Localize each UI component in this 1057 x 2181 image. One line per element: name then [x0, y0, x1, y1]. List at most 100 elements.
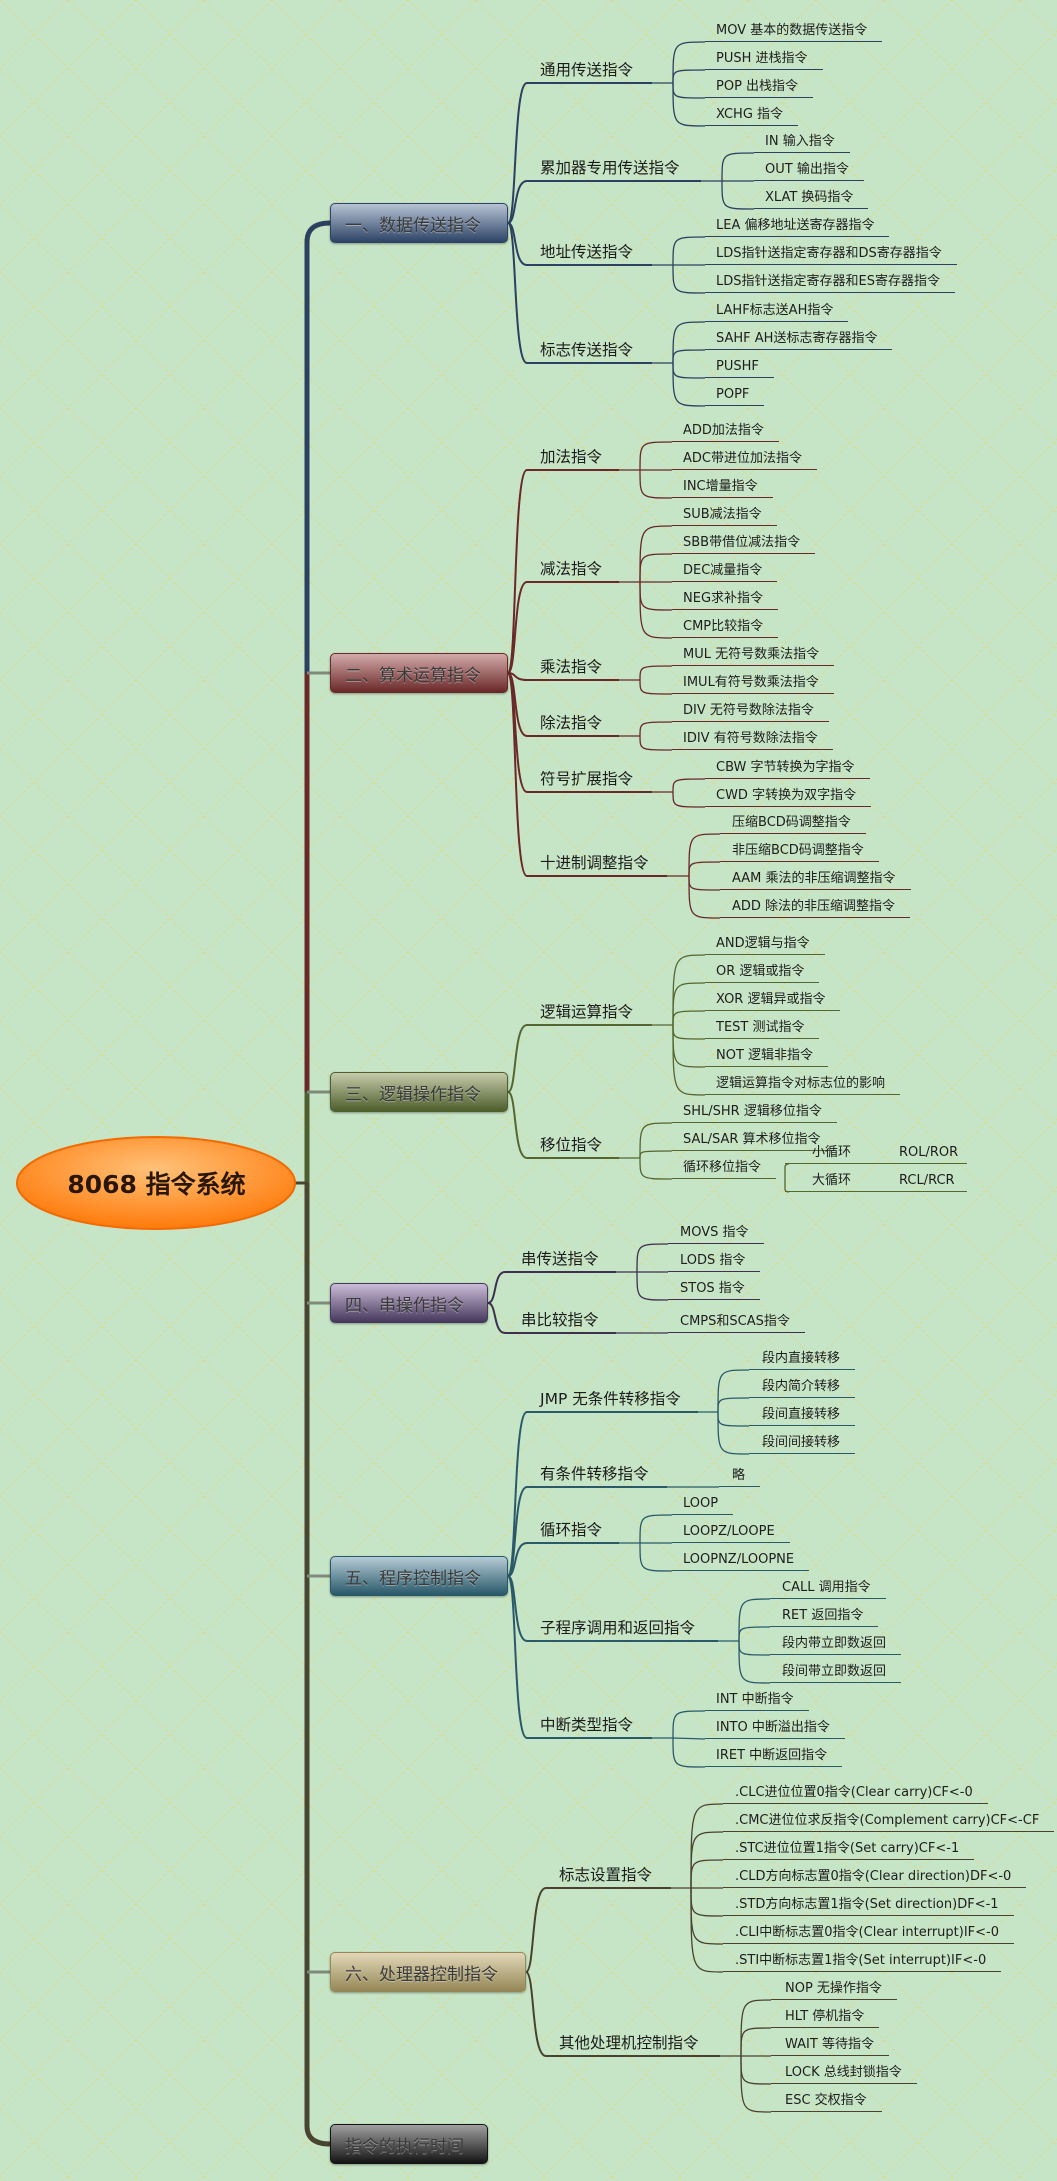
- leaf-topic[interactable]: ADD 除法的非压缩调整指令: [720, 898, 911, 918]
- leaf-topic[interactable]: 略: [719, 1467, 761, 1487]
- leaf-topic[interactable]: LODS 指令: [668, 1252, 761, 1272]
- branch-topic[interactable]: 有条件转移指令: [527, 1464, 667, 1488]
- leaf-topic[interactable]: 段间带立即数返回: [770, 1663, 902, 1683]
- branch-topic[interactable]: JMP 无条件转移指令: [527, 1389, 698, 1413]
- leaf-topic[interactable]: 段间间接转移: [749, 1434, 856, 1454]
- leaf-topic[interactable]: .CLC进位位置0指令(Clear carry)CF<-0: [723, 1784, 988, 1804]
- leaf-topic[interactable]: LEA 偏移地址送寄存器指令: [705, 217, 890, 237]
- leaf-topic[interactable]: CWD 字转换为双字指令: [705, 787, 872, 807]
- leaf-topic[interactable]: LOOP: [672, 1495, 734, 1515]
- root-topic[interactable]: 8068 指令系统: [67, 1170, 246, 1199]
- leaf-topic[interactable]: IN 输入指令: [754, 133, 850, 153]
- leaf-topic[interactable]: OUT 输出指令: [754, 161, 864, 181]
- branch-topic[interactable]: 加法指令: [527, 447, 619, 471]
- leaf-topic[interactable]: NOT 逻辑非指令: [705, 1047, 829, 1067]
- leaf-topic[interactable]: INTO 中断溢出指令: [705, 1719, 845, 1739]
- leaf-topic[interactable]: 段内带立即数返回: [770, 1635, 902, 1655]
- leaf-topic[interactable]: IRET 中断返回指令: [705, 1747, 843, 1767]
- branch-topic[interactable]: 子程序调用和返回指令: [527, 1618, 718, 1642]
- leaf-topic[interactable]: POPF: [705, 386, 765, 406]
- category-topic[interactable]: 四、串操作指令: [330, 1283, 488, 1323]
- branch-topic[interactable]: 逻辑运算指令: [527, 1002, 652, 1026]
- leaf-topic[interactable]: DIV 无符号数除法指令: [672, 702, 829, 722]
- leaf-topic[interactable]: ADD加法指令: [672, 422, 779, 442]
- branch-topic[interactable]: 标志传送指令: [527, 340, 652, 364]
- leaf-topic[interactable]: .CMC进位位求反指令(Complement carry)CF<-CF: [723, 1812, 1055, 1832]
- leaf-topic[interactable]: RET 返回指令: [770, 1607, 879, 1627]
- leaf-topic[interactable]: 非压缩BCD码调整指令: [720, 842, 879, 862]
- leaf-topic[interactable]: NEG求补指令: [672, 590, 779, 610]
- leaf-topic[interactable]: MUL 无符号数乘法指令: [672, 646, 835, 666]
- category-topic[interactable]: 二、算术运算指令: [330, 653, 508, 693]
- leaf-topic[interactable]: CMPS和SCAS指令: [668, 1313, 805, 1333]
- category-topic[interactable]: 一、数据传送指令: [330, 203, 508, 243]
- leaf-topic[interactable]: DEC减量指令: [672, 562, 778, 582]
- leaf-topic[interactable]: .CLI中断标志置0指令(Clear interrupt)IF<-0: [723, 1924, 1014, 1944]
- branch-topic[interactable]: 循环指令: [527, 1520, 619, 1544]
- leaf-topic[interactable]: AND逻辑与指令: [705, 935, 825, 955]
- leaf-topic[interactable]: SBB带借位减法指令: [672, 534, 816, 554]
- branch-topic[interactable]: 十进制调整指令: [527, 853, 667, 877]
- branch-topic[interactable]: 标志设置指令: [546, 1865, 671, 1889]
- leaf-topic[interactable]: OR 逻辑或指令: [705, 963, 820, 983]
- leaf-topic[interactable]: LDS指针送指定寄存器和ES寄存器指令: [705, 273, 955, 293]
- branch-topic[interactable]: 地址传送指令: [527, 242, 652, 266]
- leaf-topic[interactable]: MOVS 指令: [668, 1224, 764, 1244]
- branch-topic[interactable]: 减法指令: [527, 559, 619, 583]
- leaf-topic[interactable]: CALL 调用指令: [770, 1579, 886, 1599]
- branch-topic[interactable]: 通用传送指令: [527, 60, 652, 84]
- leaf-topic[interactable]: LAHF标志送AH指令: [705, 302, 849, 322]
- leaf-topic[interactable]: 段内直接转移: [749, 1350, 856, 1370]
- branch-topic[interactable]: 除法指令: [527, 713, 619, 737]
- leaf-topic[interactable]: XLAT 换码指令: [754, 189, 869, 209]
- branch-topic[interactable]: 乘法指令: [527, 657, 619, 681]
- category-topic[interactable]: 六、处理器控制指令: [330, 1952, 526, 1992]
- leaf-topic[interactable]: 段间直接转移: [749, 1406, 856, 1426]
- leaf-topic[interactable]: INC增量指令: [672, 478, 773, 498]
- leaf-topic[interactable]: NOP 无操作指令: [771, 1980, 897, 2000]
- branch-topic[interactable]: 串传送指令: [505, 1249, 616, 1273]
- category-topic[interactable]: 五、程序控制指令: [330, 1556, 508, 1596]
- leaf-topic[interactable]: STOS 指令: [668, 1280, 760, 1300]
- leaf-topic[interactable]: ESC 交权指令: [771, 2092, 882, 2112]
- category-topic[interactable]: 指令的执行时间: [330, 2124, 488, 2164]
- leaf-topic[interactable]: .STI中断标志置1指令(Set interrupt)IF<-0: [723, 1952, 1002, 1972]
- leaf-topic[interactable]: XCHG 指令: [705, 106, 799, 126]
- leaf-topic[interactable]: LOOPNZ/LOOPNE: [672, 1551, 810, 1571]
- leaf-topic[interactable]: INT 中断指令: [705, 1691, 809, 1711]
- leaf-topic[interactable]: MOV 基本的数据传送指令: [705, 22, 883, 42]
- leaf-topic[interactable]: 循环移位指令: [672, 1159, 777, 1179]
- leaf-topic[interactable]: 逻辑运算指令对标志位的影响: [705, 1075, 901, 1095]
- leaf-topic[interactable]: PUSHF: [705, 358, 774, 378]
- branch-topic[interactable]: 其他处理机控制指令: [546, 2033, 720, 2057]
- branch-topic[interactable]: 累加器专用传送指令: [527, 158, 701, 182]
- leaf-topic[interactable]: IMUL有符号数乘法指令: [672, 674, 834, 694]
- leaf-topic[interactable]: LOCK 总线封锁指令: [771, 2064, 917, 2084]
- leaf-topic[interactable]: AAM 乘法的非压缩调整指令: [720, 870, 911, 890]
- leaf-topic[interactable]: .STC进位位置1指令(Set carry)CF<-1: [723, 1840, 975, 1860]
- branch-topic[interactable]: 串比较指令: [505, 1310, 616, 1334]
- leaf-topic[interactable]: ADC带进位加法指令: [672, 450, 817, 470]
- category-topic[interactable]: 三、逻辑操作指令: [330, 1072, 508, 1112]
- leaf-topic[interactable]: CMP比较指令: [672, 618, 779, 638]
- leaf-topic[interactable]: .CLD方向标志置0指令(Clear direction)DF<-0: [723, 1868, 1027, 1888]
- leaf-topic[interactable]: 段内简介转移: [749, 1378, 856, 1398]
- leaf-topic[interactable]: HLT 停机指令: [771, 2008, 880, 2028]
- branch-topic[interactable]: 移位指令: [527, 1135, 619, 1159]
- leaf-topic[interactable]: .STD方向标志置1指令(Set direction)DF<-1: [723, 1896, 1014, 1916]
- leaf-topic[interactable]: SHL/SHR 逻辑移位指令: [672, 1103, 837, 1123]
- leaf-topic[interactable]: SAL/SAR 算术移位指令: [672, 1131, 836, 1151]
- leaf-topic[interactable]: LDS指针送指定寄存器和DS寄存器指令: [705, 245, 957, 265]
- leaf-topic[interactable]: XOR 逻辑异或指令: [705, 991, 841, 1011]
- leaf-topic[interactable]: WAIT 等待指令: [771, 2036, 889, 2056]
- leaf-topic[interactable]: PUSH 进栈指令: [705, 50, 823, 70]
- leaf-topic[interactable]: POP 出栈指令: [705, 78, 814, 98]
- branch-topic[interactable]: 中断类型指令: [527, 1715, 652, 1739]
- leaf-topic[interactable]: 压缩BCD码调整指令: [720, 814, 866, 834]
- leaf-topic[interactable]: LOOPZ/LOOPE: [672, 1523, 790, 1543]
- leaf-topic[interactable]: TEST 测试指令: [705, 1019, 820, 1039]
- leaf-topic[interactable]: SAHF AH送标志寄存器指令: [705, 330, 893, 350]
- leaf-topic[interactable]: CBW 字节转换为字指令: [705, 759, 870, 779]
